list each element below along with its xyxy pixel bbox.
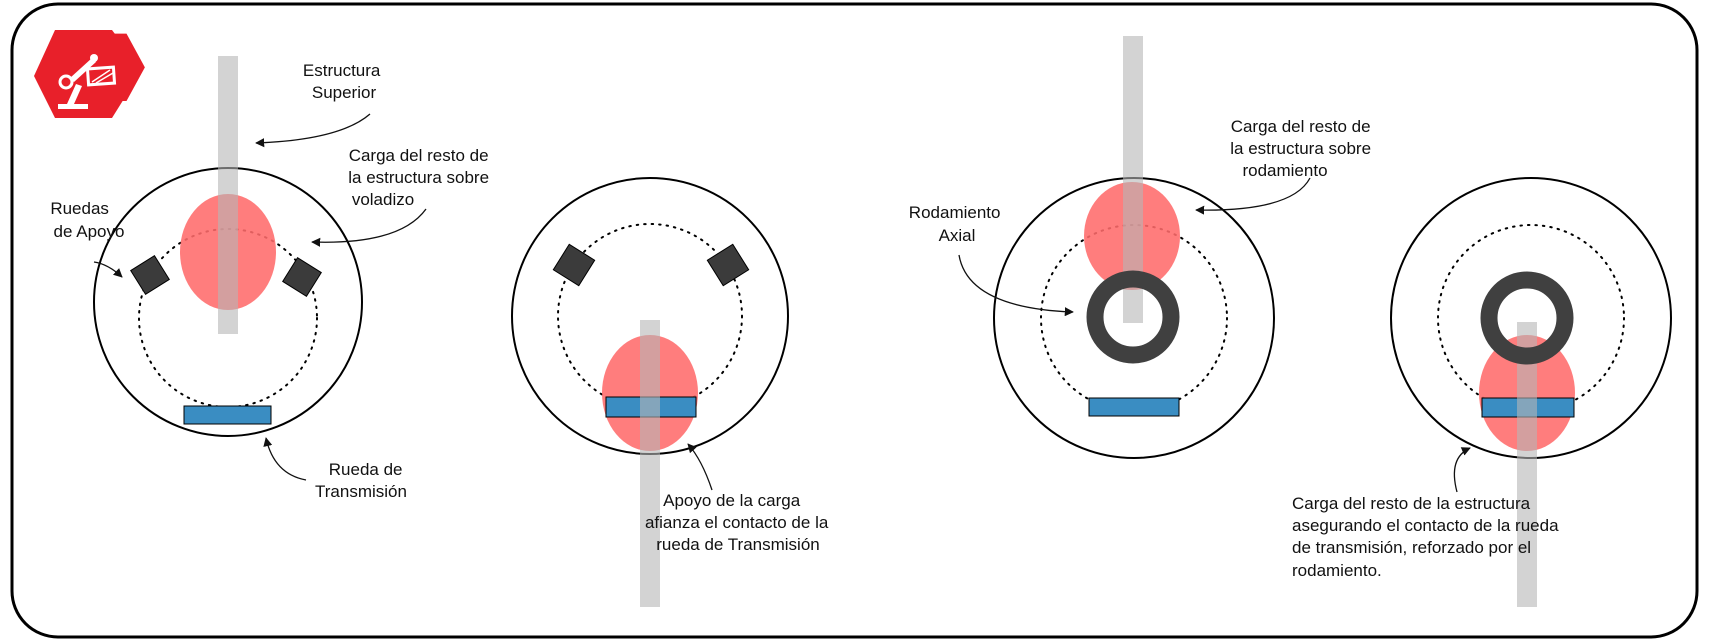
- robotic-arm-icon: [34, 30, 145, 118]
- label-carga-2: la estructura sobre: [348, 168, 489, 187]
- label-apoyo-2: afianza el contacto de la: [645, 513, 829, 532]
- svg-text:Apoyo de la carga afianz: Apoyo de la carga afianza el contacto de…: [645, 491, 833, 554]
- arrow-carga: [1195, 177, 1311, 215]
- label-rueda-transmision-1: Rueda de: [329, 460, 403, 479]
- label-carga-2: la estructura sobre: [1230, 139, 1371, 158]
- svg-text:Estructura Superior: Estructura Superior: [303, 61, 385, 102]
- label-estructura-1: Estructura: [303, 61, 381, 80]
- label-rueda-transmision-2: Transmisión: [315, 482, 407, 501]
- rail-dotted-circle: [1040, 224, 1228, 412]
- drive-wheel: [183, 405, 272, 425]
- label-rodamiento-1: Rodamiento: [909, 203, 1001, 222]
- label-carga-3: de transmisión, reforzado por el: [1292, 538, 1531, 557]
- lower-shaft: [640, 320, 660, 607]
- support-wheel-left: [552, 243, 596, 287]
- svg-text:Carga del resto de la estructu: Carga del resto de la estructura asegura…: [1292, 494, 1563, 580]
- axial-bearing: [1086, 270, 1180, 364]
- label-apoyo-3: rueda de Transmisión: [656, 535, 819, 554]
- label-carga-1: Carga del resto de la estructura: [1292, 494, 1531, 513]
- diagram-3: Carga del resto de la estructura sobre r…: [909, 36, 1376, 459]
- svg-text:Rueda de Transmisión: Rueda de Transmisión: [315, 460, 407, 501]
- lower-shaft: [1517, 322, 1537, 607]
- rail-dotted-circle: [138, 228, 318, 408]
- label-apoyo-1: Apoyo de la carga: [663, 491, 801, 510]
- arrow-carga: [311, 208, 427, 247]
- svg-text:Carga del resto de la es: Carga del resto de la estructura sobre r…: [1230, 117, 1376, 180]
- support-wheel-left: [130, 255, 170, 295]
- arrow-ruedas: [93, 261, 123, 278]
- rail-dotted-circle: [1437, 224, 1625, 412]
- label-rodamiento-2: Axial: [939, 226, 976, 245]
- label-ruedas-1: Ruedas: [50, 199, 109, 218]
- arrow-rueda-transmision: [263, 437, 307, 481]
- svg-text:Rodamiento Axial: Rodamiento Axial: [909, 203, 1005, 245]
- label-carga-4: rodamiento.: [1292, 561, 1382, 580]
- label-carga-3: rodamiento: [1242, 161, 1327, 180]
- label-carga-3: voladizo: [352, 190, 414, 209]
- upper-structure-shaft: [1123, 36, 1143, 323]
- outer-frame: [10, 2, 1699, 639]
- arrow-rodamiento: [958, 254, 1074, 317]
- diagram-4: Carga del resto de la estructura asegura…: [1292, 177, 1672, 607]
- arrow-apoyo: [687, 443, 713, 491]
- label-estructura-2: Superior: [312, 83, 377, 102]
- arrow-carga: [1453, 447, 1471, 493]
- label-ruedas-2: de Apoyo: [54, 222, 125, 241]
- arrow-estructura: [255, 113, 371, 148]
- diagram-1: Estructura Superior Carga del resto de l…: [50, 56, 494, 501]
- svg-text:Carga del resto de la es: Carga del resto de la estructura sobre v…: [348, 146, 494, 209]
- label-carga-1: Carga del resto de: [349, 146, 489, 165]
- support-wheel-right: [282, 257, 322, 297]
- diagram-2: Apoyo de la carga afianza el contacto de…: [511, 177, 833, 607]
- support-wheel-right: [706, 243, 750, 287]
- axial-bearing: [1480, 271, 1574, 365]
- drive-wheel: [1088, 397, 1180, 417]
- label-carga-2: asegurando el contacto de la rueda: [1292, 516, 1559, 535]
- upper-structure-shaft: [218, 56, 238, 334]
- label-carga-1: Carga del resto de: [1231, 117, 1371, 136]
- svg-text:Ruedas de Apoyo: Ruedas de Apoyo: [50, 199, 124, 241]
